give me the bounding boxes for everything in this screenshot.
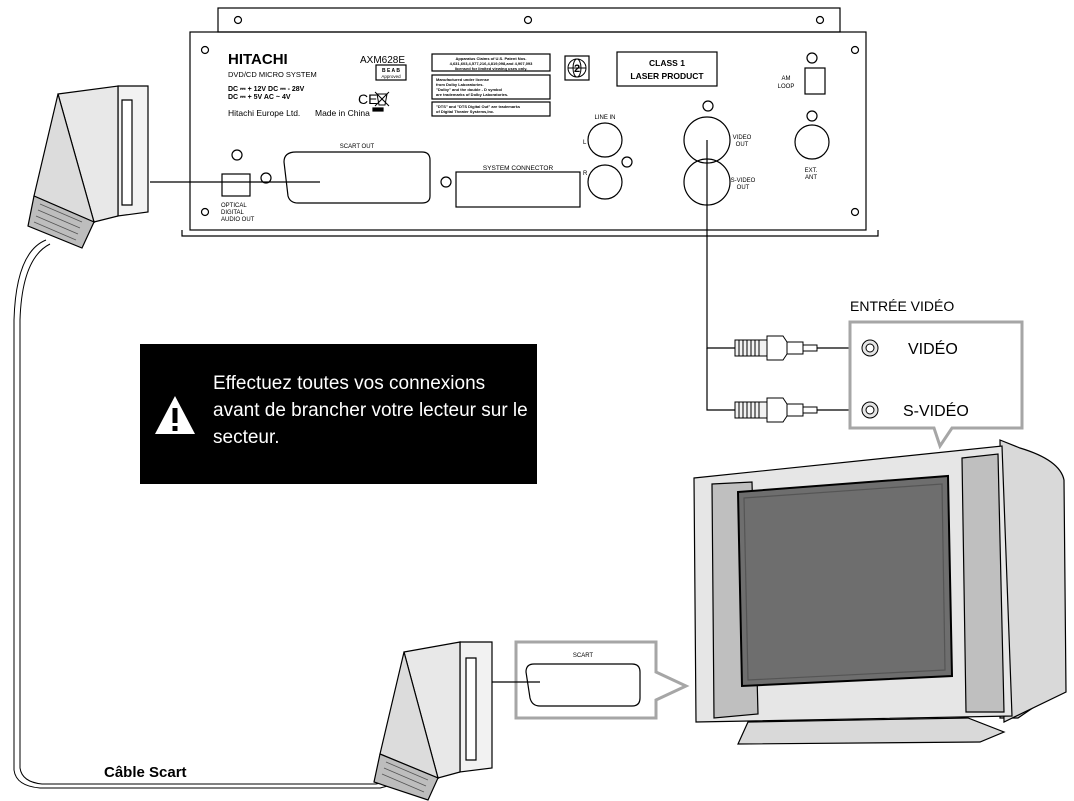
am-loop-terminal (804, 67, 826, 95)
made-in-label: Made in China (315, 108, 370, 118)
ce-mark: CE (358, 91, 377, 107)
dolby-line-0: Manufactured under license (436, 77, 490, 82)
scart-plug-player (27, 85, 149, 249)
optical-out-port (221, 173, 251, 197)
warning-triangle-icon (155, 396, 195, 434)
svideo-cable (706, 348, 735, 411)
television (693, 439, 1067, 745)
scart-out-label: SCART OUT (340, 144, 375, 150)
ext-ant-jack (794, 124, 830, 160)
optical-line1: OPTICAL (221, 203, 247, 209)
power-line2: DC ⎓ + 5V AC ~ 4V (228, 94, 291, 101)
tv-screen (736, 474, 954, 688)
player-base (181, 230, 879, 237)
tv-input-callout (848, 320, 1024, 450)
tv-scart-port (525, 663, 641, 707)
tv-stand (737, 717, 1006, 745)
subtitle-label: DVD/CD MICRO SYSTEM (228, 70, 317, 79)
am-loop-line1: AM (782, 76, 791, 82)
tv-input-svideo: S-VIDÉO (903, 401, 969, 420)
patent-line-2: licensed for limited viewing uses only. (455, 66, 528, 71)
dts-line-0: "DTS" and "DTS Digital Out" are trademar… (436, 104, 521, 109)
brand-logo: HITACHI (228, 51, 288, 68)
weee-bin-icon (374, 91, 390, 107)
ext-ant-line2: ANT (805, 175, 817, 181)
system-connector-port (455, 171, 581, 208)
tv-input-video: VIDÉO (908, 339, 958, 358)
patent-line-1: 4,631,603,4,577,216,4,819,098,and 4,907,… (450, 61, 534, 66)
svideo-out-line2: OUT (737, 185, 750, 191)
line-in-label: LINE IN (594, 115, 615, 121)
video-out-line1: VIDEO (733, 135, 752, 141)
tv-scart-callout (484, 640, 690, 720)
patent-line-0: Apparatus Claims of U.S. Patent Nos. (456, 56, 527, 61)
video-out-line2: OUT (736, 142, 749, 148)
optical-line3: AUDIO OUT (221, 217, 255, 223)
player-panel (189, 31, 867, 231)
svideo-out-line1: S-VIDEO (731, 178, 756, 184)
warning-box: Effectuez toutes vos connexions avant de… (140, 344, 537, 484)
am-loop-line2: LOOP (778, 84, 795, 90)
tv-scart-label: SCART (573, 653, 594, 659)
rca-plug-video (734, 335, 857, 361)
system-connector-label: SYSTEM CONNECTOR (483, 165, 554, 172)
class-line1: CLASS 1 (649, 58, 685, 68)
line-l-label: L (583, 140, 587, 146)
scart-cable (13, 239, 403, 789)
dolby-line-3: are trademarks of Dolby Laboratories. (436, 92, 508, 97)
model-number: AXM628E (360, 55, 405, 66)
manufacturer-label: Hitachi Europe Ltd. (228, 108, 300, 118)
player-rear-panel (181, 7, 879, 237)
line-in-l-jack (587, 122, 623, 158)
video-cable (706, 140, 735, 349)
region-number: 2 (574, 63, 580, 75)
power-line1: DC ⎓ + 12V DC ⎓ - 28V (228, 86, 305, 93)
optical-line2: DIGITAL (221, 210, 245, 216)
line-r-label: R (583, 171, 588, 177)
tv-input-title: ENTRÉE VIDÉO (850, 298, 954, 314)
dolby-line-1: from Dolby Laboratories. (436, 82, 484, 87)
dts-line-1: of Digital Theater Systems,Inc. (436, 109, 494, 114)
scart-cable-label: Câble Scart (104, 764, 187, 781)
dolby-line-2: "Dolby" and the double - D symbol (436, 87, 502, 92)
player-labels: HITACHI AXM628E DVD/CD MICRO SYSTEM B E … (221, 51, 818, 223)
rca-plug-svideo (734, 397, 857, 423)
seal-line1: B E A B (382, 68, 400, 74)
player-top-strip (217, 7, 841, 33)
class-line2: LASER PRODUCT (630, 71, 704, 81)
ext-ant-line1: EXT. (805, 168, 818, 174)
region-globe-icon (567, 58, 587, 78)
line-in-r-jack (587, 164, 623, 200)
scart-plug-tv (373, 641, 493, 801)
warning-text: Effectuez toutes vos connexions avant de… (213, 373, 528, 448)
seal-line2: Approved (381, 74, 401, 79)
scart-out-connector (283, 151, 431, 204)
video-cables (150, 140, 735, 411)
